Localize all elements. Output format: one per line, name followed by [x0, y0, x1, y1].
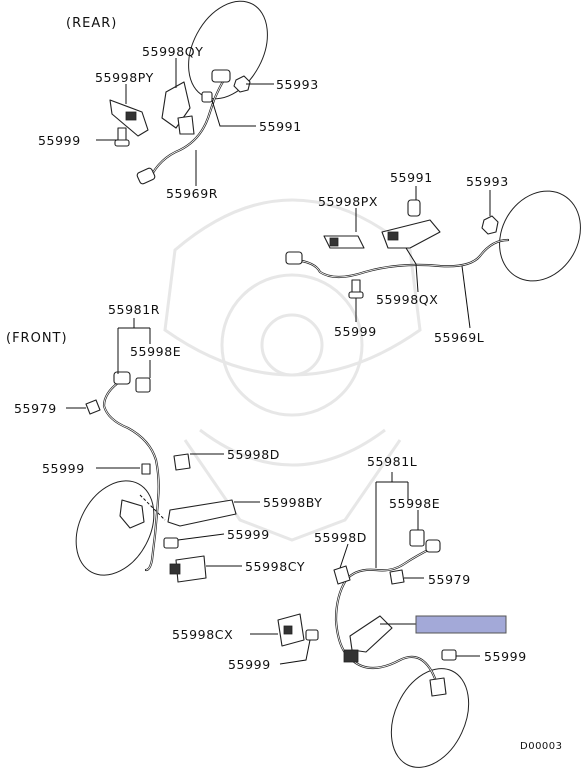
watermark-emblem: [163, 198, 422, 542]
label-front-clip-l[interactable]: 55979: [428, 572, 471, 587]
label-rear-sensor-right[interactable]: 55991: [390, 170, 433, 185]
section-title-rear: (REAR): [66, 16, 117, 31]
label-front-bolt-l-right[interactable]: 55999: [484, 649, 527, 664]
label-rear-bolt-right[interactable]: 55999: [334, 324, 377, 339]
label-front-sensor-r[interactable]: 55981R: [108, 302, 160, 317]
rear-left-group: [285, 190, 581, 299]
label-rear-harness-l[interactable]: 55969L: [434, 330, 484, 345]
label-rear-nut[interactable]: 55993: [276, 77, 319, 92]
front-clip-e-r-part: [135, 377, 151, 393]
label-front-clip-e-l[interactable]: 55998E: [389, 496, 440, 511]
label-front-bolt-r-lower[interactable]: 55999: [227, 527, 270, 542]
label-front-bracket-by[interactable]: 55998BY: [263, 495, 323, 510]
rear-sensor-part: [201, 69, 231, 103]
rear-bolt-right-part: [348, 279, 364, 299]
front-bracket-cy-part: [169, 555, 207, 583]
label-rear-bracket-qy[interactable]: 55998QY: [142, 44, 203, 59]
rear-bracket-qx-part: [381, 219, 441, 249]
front-right-wheel-outline: [75, 480, 155, 576]
label-front-bolt-l-lower[interactable]: 55999: [228, 657, 271, 672]
label-front-bracket-cy[interactable]: 55998CY: [245, 559, 305, 574]
front-right-sensor-part: [113, 371, 145, 529]
label-rear-bracket-qx[interactable]: 55998QX: [376, 292, 438, 307]
highlight-box: [415, 615, 507, 634]
label-front-clip-e-r[interactable]: 55998E: [130, 344, 181, 359]
front-bolt-r-upper-part: [141, 463, 151, 475]
rear-bracket-qy-part: [161, 81, 195, 135]
rear-left-connector: [285, 251, 303, 265]
rear-left-wheel-outline: [499, 190, 581, 282]
label-front-bolt-r-upper[interactable]: 55999: [42, 461, 85, 476]
label-rear-sensor[interactable]: 55991: [259, 119, 302, 134]
front-clip-e-l-part: [409, 529, 425, 547]
label-rear-bracket-px[interactable]: 55998PX: [318, 194, 378, 209]
label-front-clip-d-r[interactable]: 55998D: [227, 447, 280, 462]
diagram-code: D00003: [520, 741, 563, 752]
section-title-front: (FRONT): [6, 331, 68, 346]
front-clip-r-part: [85, 399, 101, 415]
front-bolt-l-right-part: [441, 649, 457, 661]
label-front-clip-d-l[interactable]: 55998D: [314, 530, 367, 545]
front-clip-d-l-part: [333, 565, 351, 585]
label-rear-harness-r[interactable]: 55969R: [166, 186, 218, 201]
rear-right-connector: [136, 167, 156, 185]
front-left-group: [277, 529, 470, 768]
front-bracket-large-part: [343, 615, 393, 663]
label-front-bracket-cx[interactable]: 55998CX: [172, 627, 233, 642]
rear-nut-right-part: [481, 215, 499, 235]
front-right-harness: [102, 378, 160, 572]
rear-bracket-px-part: [323, 235, 365, 249]
front-left-wheel-outline: [390, 668, 470, 768]
front-bolt-l-lower-part: [305, 629, 319, 641]
front-clip-l-part: [389, 569, 405, 585]
front-bracket-cx-part: [277, 613, 305, 647]
rear-bolt-left-part: [114, 127, 130, 147]
label-front-clip-r[interactable]: 55979: [14, 401, 57, 416]
front-bolt-r-lower-part: [163, 537, 179, 549]
rear-nut-part: [233, 75, 251, 93]
front-left-sensor-part: [425, 539, 447, 697]
label-rear-bolt-left[interactable]: 55999: [38, 133, 81, 148]
front-bracket-by-part: [167, 499, 237, 527]
front-clip-d-r-part: [173, 453, 191, 471]
label-rear-bracket-py[interactable]: 55998PY: [95, 70, 154, 85]
rear-right-group: [109, 0, 268, 185]
leader-lines: [66, 58, 491, 665]
rear-sensor-right-part: [407, 199, 421, 217]
label-rear-nut-right[interactable]: 55993: [466, 174, 509, 189]
rear-bracket-py-part: [109, 99, 149, 137]
label-front-sensor-l[interactable]: 55981L: [367, 454, 417, 469]
front-right-group: [75, 371, 237, 583]
